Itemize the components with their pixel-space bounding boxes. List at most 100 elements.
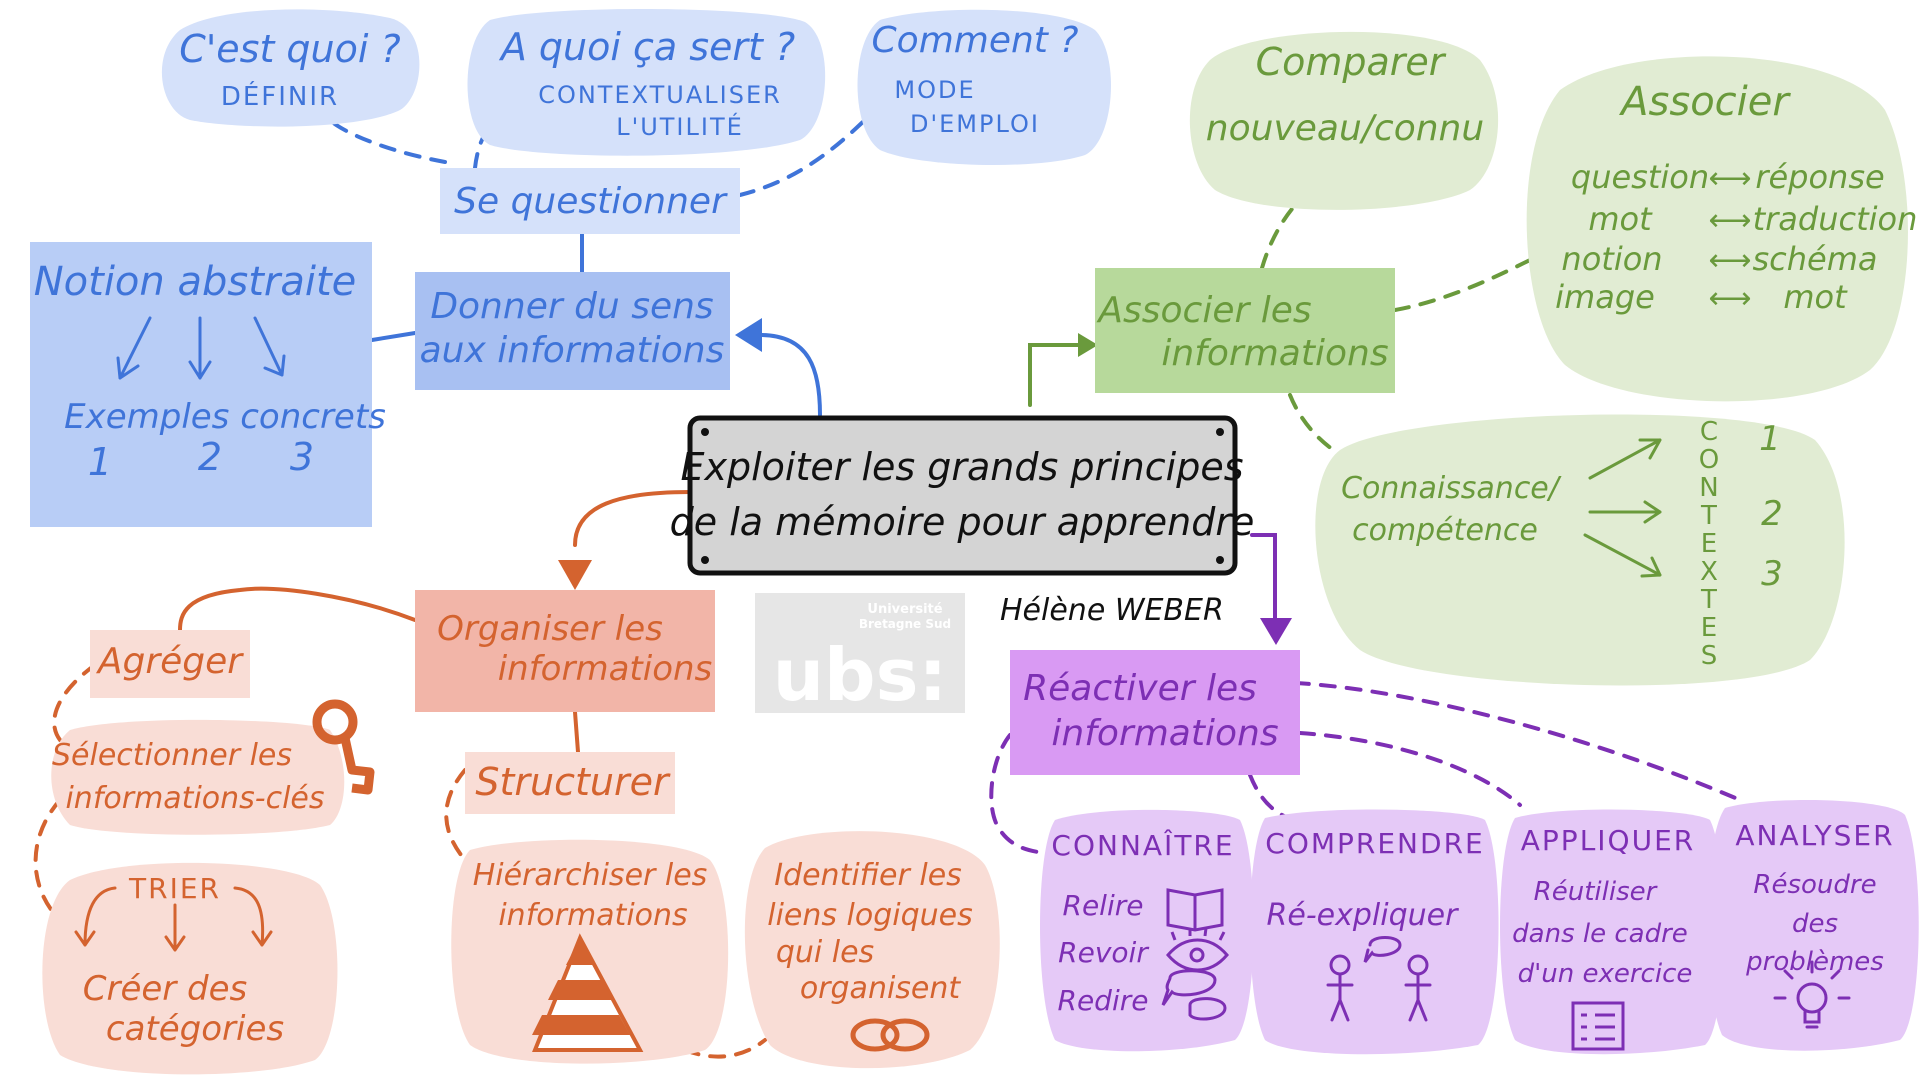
context-num: 2 <box>1761 494 1783 534</box>
bubble-comparer <box>1189 31 1499 210</box>
pair-arrow-icon: ⟷ <box>1708 243 1751 278</box>
associer-title: Associer <box>1618 79 1791 125</box>
contexte-letter: E <box>1701 529 1719 559</box>
q3-sub1: MODE <box>894 76 975 104</box>
bubble-cest-quoi <box>161 9 420 127</box>
contexte-letter: O <box>1699 445 1721 475</box>
connaissance-line2: compétence <box>1352 513 1538 548</box>
link-organiser-agreger <box>178 586 417 632</box>
logo-location: Bretagne Sud <box>859 617 951 631</box>
q3-title: Comment ? <box>872 20 1079 61</box>
center-to-donner-sens-arrow <box>758 333 822 417</box>
contexte-letter: N <box>1699 473 1720 503</box>
analyser-line3: problèmes <box>1745 947 1884 977</box>
se-questionner-box <box>440 168 740 234</box>
bubble-identifier <box>744 831 1000 1069</box>
blue-branch: C'est quoi ? DÉFINIR A quoi ça sert ? CO… <box>30 8 1112 527</box>
q2-title: A quoi ça sert ? <box>498 25 795 69</box>
link-reactiver-comprendre <box>1248 773 1297 822</box>
trier-arrows-icon <box>74 886 273 952</box>
selectionner-line2: informations-clés <box>65 781 324 816</box>
pair-right: schéma <box>1752 240 1877 278</box>
hierarchiser-line1: Hiérarchiser les <box>473 858 708 893</box>
pair-right: traduction <box>1753 200 1918 238</box>
green-branch: Comparer nouveau/connu Associer question… <box>1095 31 1918 686</box>
notion-title: Notion abstraite <box>34 259 357 305</box>
pair-right: réponse <box>1755 158 1884 196</box>
link-selectionner-trier <box>33 798 62 922</box>
analyser-title: ANALYSER <box>1735 819 1894 852</box>
connaitre-card <box>1040 809 1254 1052</box>
appliquer-line1: Réutiliser <box>1534 877 1659 907</box>
se-questionner-label: Se questionner <box>454 181 728 222</box>
context-num: 3 <box>1761 554 1783 594</box>
structurer-box <box>465 752 675 814</box>
bubble-a-quoi <box>467 8 826 156</box>
pair-arrow-icon: ⟷ <box>1708 161 1751 196</box>
comprendre-text: Ré-expliquer <box>1267 898 1460 933</box>
contexte-letter: X <box>1700 557 1720 587</box>
q1-title: C'est quoi ? <box>179 27 400 71</box>
connaitre-item: Relire <box>1063 889 1144 922</box>
notion-n2: 2 <box>198 435 222 479</box>
center-title-line2: de la mémoire pour apprendre <box>670 500 1255 544</box>
link-agreger-selectionner <box>52 663 97 742</box>
agreger-box <box>90 630 250 698</box>
connaitre-title: CONNAÎTRE <box>1051 828 1234 862</box>
agreger-label: Agréger <box>96 641 244 682</box>
pair-left: mot <box>1588 200 1653 238</box>
contexte-letter: T <box>1700 585 1719 615</box>
notion-n3: 3 <box>290 435 314 479</box>
q2-sub2: L'UTILITÉ <box>616 112 744 141</box>
bubble-connaissance <box>1315 414 1845 686</box>
structurer-label: Structurer <box>475 760 671 804</box>
pair-left: image <box>1555 278 1655 316</box>
q3-sub2: D'EMPLOI <box>910 110 1040 138</box>
q2-sub1: CONTEXTUALISER <box>538 81 782 109</box>
link-organiser-structurer <box>573 710 580 754</box>
analyser-card <box>1707 799 1919 1051</box>
key-icon <box>312 699 375 795</box>
appliquer-line2: dans le cadre <box>1512 919 1688 949</box>
reactiver-line2: informations <box>1051 713 1278 754</box>
notion-n1: 1 <box>88 440 112 484</box>
pair-right: mot <box>1783 278 1848 316</box>
link-associer-comparer <box>1260 198 1302 270</box>
contexte-letter: S <box>1701 641 1720 671</box>
context-num: 1 <box>1759 419 1781 459</box>
donner-sens-line1: Donner du sens <box>430 286 713 327</box>
chain-links-icon <box>850 1018 930 1052</box>
identifier-line3: qui les <box>776 935 874 970</box>
link-questionner-cestquoi <box>328 118 447 164</box>
author-name: Hélène WEBER <box>1000 593 1224 628</box>
lightbulb-icon <box>1773 960 1851 1029</box>
connaissance-line1: Connaissance/ <box>1341 471 1562 506</box>
identifier-line2: liens logiques <box>767 898 973 933</box>
arrowhead-orange-icon <box>558 560 592 590</box>
logo-mark: ubs: <box>773 633 947 717</box>
center-to-organiser-arrow <box>573 490 692 547</box>
center-to-reactiver-arrow <box>1250 533 1277 622</box>
speech-bubbles-icon <box>1161 969 1227 1021</box>
creer-line2: catégories <box>106 1009 284 1049</box>
appliquer-card <box>1500 809 1724 1055</box>
arrowhead-green-icon <box>1078 333 1098 357</box>
pair-arrow-icon: ⟷ <box>1708 203 1751 238</box>
eye-icon <box>1166 927 1229 972</box>
ubs-logo: Université Bretagne Sud ubs: <box>755 593 965 717</box>
center-to-associer-arrow <box>1028 343 1092 407</box>
bubble-associer-pairs <box>1526 56 1908 402</box>
organiser-line2: informations <box>498 649 713 689</box>
associer-box <box>1095 268 1395 393</box>
donner-sens-line2: aux informations <box>420 330 725 371</box>
organiser-box <box>415 590 715 712</box>
comprendre-card <box>1250 809 1499 1055</box>
trier-label: TRIER <box>128 872 221 905</box>
notion-arrows-icon <box>116 316 286 380</box>
analyser-line1: Résoudre <box>1753 870 1876 900</box>
link-reactiver-appliquer <box>1298 731 1522 807</box>
bubble-comment <box>857 9 1112 166</box>
donner-sens-box <box>415 272 730 390</box>
identifier-line4: organisent <box>800 971 962 1006</box>
orange-branch: Organiser les informations Agréger Sélec… <box>42 590 1000 1075</box>
